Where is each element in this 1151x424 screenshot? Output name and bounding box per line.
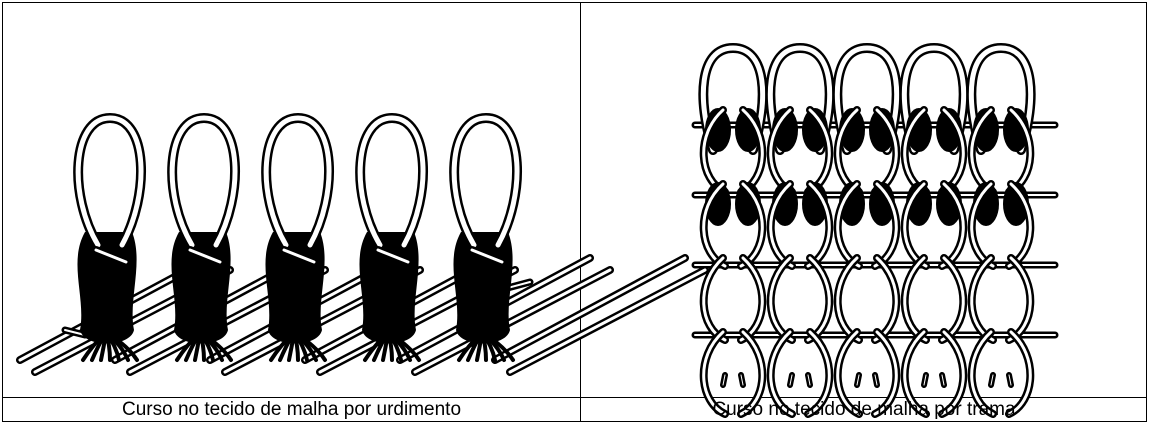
weft-loop	[838, 258, 897, 340]
loop-head	[360, 118, 423, 245]
loop-leg-right	[875, 258, 896, 340]
warp-stitch	[171, 118, 235, 360]
loop-head	[454, 118, 517, 245]
loop-leg-right	[942, 258, 963, 340]
loop-tail	[723, 375, 743, 385]
weft-loop	[905, 258, 964, 340]
loop-tail	[924, 375, 944, 385]
loop-leg	[453, 232, 512, 344]
warp-stitch	[265, 118, 329, 360]
loop-leg-right	[1009, 258, 1030, 340]
warp-stitch	[359, 118, 423, 360]
loop-leg	[77, 232, 136, 344]
warp-stitch	[453, 118, 517, 360]
loop-head	[78, 118, 141, 245]
weft-loop	[771, 258, 830, 340]
loop-tail	[790, 375, 810, 385]
loop-leg-left	[905, 258, 926, 340]
loop-leg	[359, 232, 418, 344]
weft-loop	[972, 258, 1031, 340]
warp-stitch	[77, 118, 141, 360]
loop-head	[266, 118, 329, 245]
loop-leg	[171, 232, 230, 344]
loop-leg-right	[808, 258, 829, 340]
loop-leg-right	[741, 258, 762, 340]
loop-tail	[857, 375, 877, 385]
caption-warp-knit: Curso no tecido de malha por urdimento	[3, 398, 580, 422]
loop-leg	[265, 232, 324, 344]
weft-loop	[704, 258, 763, 340]
loop-head	[172, 118, 235, 245]
loop-leg-left	[972, 258, 993, 340]
weft-knit-illustration	[695, 48, 1055, 414]
loop-leg-left	[838, 258, 859, 340]
loop-tail	[991, 375, 1011, 385]
underlap-yarn	[495, 258, 685, 360]
warp-knit-illustration	[20, 118, 705, 372]
loop-leg-left	[771, 258, 792, 340]
caption-weft-knit: Curso no tecido de malha por trama	[581, 398, 1147, 422]
